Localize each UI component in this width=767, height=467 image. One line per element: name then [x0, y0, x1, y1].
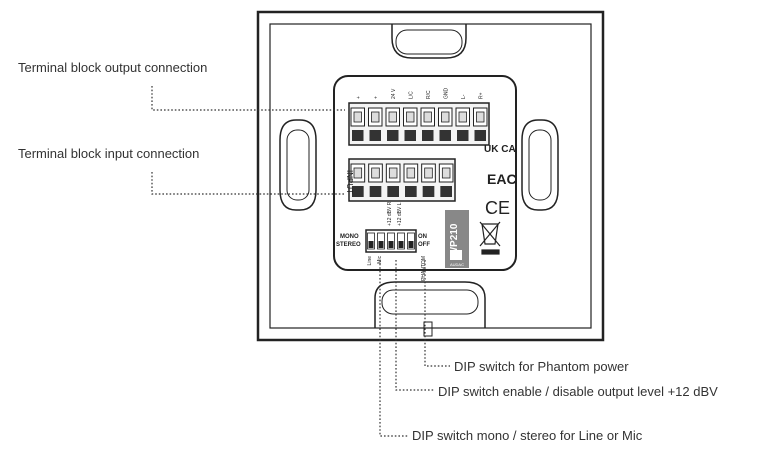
- dip-switch-5: [407, 232, 415, 250]
- output-terminal-label: 24 V: [391, 88, 397, 99]
- leader-output: [151, 86, 345, 111]
- output-terminal-label: +: [356, 96, 362, 99]
- output-terminal-label: L-: [461, 94, 467, 99]
- leader-input: [151, 172, 345, 195]
- dip-label-3: +12 dBV R: [387, 201, 393, 226]
- right-mount-hole: [528, 129, 552, 201]
- output-terminal-label: +: [373, 96, 379, 99]
- output-terminal-6: [438, 107, 453, 141]
- dip-label-4: +12 dBV L: [397, 202, 403, 226]
- brand-label: AUDAC: [450, 262, 464, 267]
- output-terminal-3: [385, 107, 400, 141]
- leader-mono-stereo: [379, 260, 408, 437]
- dip-switch-3: [387, 232, 395, 250]
- callout-output-level: DIP switch enable / disable output level…: [438, 384, 718, 399]
- stereo-label: STEREO: [336, 242, 361, 248]
- input-terminal-4: [403, 163, 419, 197]
- on-label: ON: [418, 234, 427, 240]
- output-terminal-label: L/C: [408, 91, 414, 99]
- bottom-screw: [423, 321, 433, 337]
- model-label: WP210: [449, 223, 460, 256]
- top-slot-inner: [395, 29, 463, 55]
- right-mount-ear: [521, 119, 559, 211]
- dip-switch-4: [397, 232, 405, 250]
- ce-mark: CE: [485, 198, 510, 218]
- output-terminal-7: [455, 107, 470, 141]
- dip-label-1: Line: [367, 256, 373, 266]
- dip-switch-1: [367, 232, 375, 250]
- input-label: INPUT: [345, 170, 354, 194]
- input-terminal-5: [421, 163, 436, 197]
- brand-logo-icon: [450, 250, 462, 260]
- input-terminal-block: [348, 158, 456, 202]
- leader-output-level: [395, 260, 434, 391]
- ukca-mark: UK CA: [484, 144, 516, 155]
- off-label: OFF: [418, 242, 430, 248]
- callout-phantom-power: DIP switch for Phantom power: [454, 359, 629, 374]
- output-terminal-4: [403, 107, 418, 141]
- input-terminal-3: [385, 163, 401, 197]
- dip-switch-block: [365, 229, 417, 253]
- outer-frame: [256, 10, 605, 342]
- left-mount-hole: [286, 129, 310, 201]
- callout-mono-stereo: DIP switch mono / stereo for Line or Mic: [412, 428, 643, 443]
- output-terminal-2: [368, 107, 383, 141]
- output-terminal-1: [350, 107, 365, 141]
- top-slot: [391, 24, 467, 59]
- callout-output-connection: Terminal block output connection: [18, 60, 208, 75]
- dip-label-2: Mic: [377, 256, 383, 264]
- input-terminal-1: [350, 163, 366, 197]
- leader-phantom: [424, 260, 450, 367]
- output-terminal-5: [420, 107, 435, 141]
- input-terminal-2: [368, 163, 383, 197]
- module-housing: [333, 75, 517, 271]
- leader-lines: [151, 86, 450, 437]
- bottom-slot: [374, 281, 486, 328]
- eac-mark: EAC: [487, 171, 517, 187]
- dip-label-5: PHANTOM: [421, 256, 427, 281]
- callout-input-connection: Terminal block input connection: [18, 146, 200, 161]
- output-terminal-label: GND: [443, 88, 449, 100]
- weee-bin-icon: [479, 221, 501, 255]
- mono-label: MONO: [340, 234, 359, 240]
- output-terminal-8: [473, 107, 488, 141]
- inner-frame: [269, 23, 592, 329]
- output-terminal-block: [348, 102, 490, 146]
- bottom-slot-inner: [381, 289, 479, 315]
- dip-switch-2: [377, 232, 385, 250]
- output-terminal-label: R+: [478, 92, 484, 99]
- input-terminal-6: [438, 163, 454, 197]
- left-mount-ear: [279, 119, 317, 211]
- output-terminal-label: R/C: [426, 90, 432, 99]
